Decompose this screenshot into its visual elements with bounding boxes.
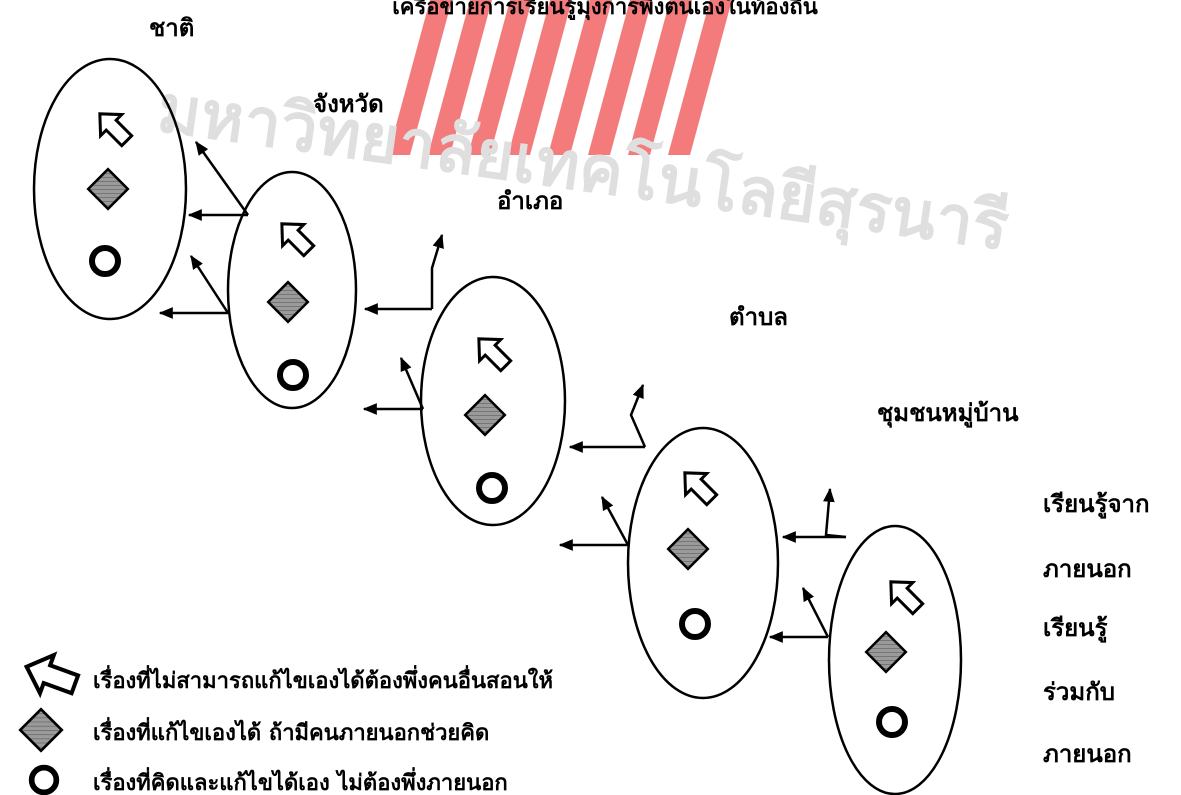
legend-item-ring: เรื่องที่คิดและแก้ไขได้เอง ไม่ต้องพึ่งภา… <box>32 766 508 795</box>
hollow-arrow-icon <box>20 648 82 704</box>
legend-item-arrow: เรื่องที่ไม่สามารถแก้ไขเองได้ต้องพึ่งคนอ… <box>20 648 553 704</box>
level-subdistrict <box>626 426 780 700</box>
side-label-3: เรียนรู้ <box>1043 613 1108 643</box>
ring-icon <box>479 475 505 501</box>
legend: เรื่องที่ไม่สามารถแก้ไขเองได้ต้องพึ่งคนอ… <box>20 648 553 795</box>
hollow-arrow-icon <box>672 460 724 512</box>
diagram-title: เครือข่ายการเรียนรู้มุ่งการพึ่งตนเองในท้… <box>392 0 818 21</box>
level-nation <box>32 57 188 321</box>
side-label-5: ภายนอก <box>1043 739 1132 768</box>
ring-icon <box>92 248 118 274</box>
side-label-4: ร่วมกับ <box>1043 677 1115 706</box>
side-labels: เรียนรู้จาก ภายนอก เรียนรู้ ร่วมกับ ภายน… <box>1043 489 1150 768</box>
hatched-diamond-icon <box>666 527 710 571</box>
legend-text-diamond: เรื่องที่แก้ไขเองได้ ถ้ามีคนภายนอกช่วยคิ… <box>93 716 489 746</box>
hollow-arrow-icon <box>87 101 139 153</box>
connector-arrows <box>158 141 847 643</box>
hatched-diamond-icon <box>18 707 64 753</box>
level-label-province: จังหวัด <box>313 89 384 118</box>
level-label-district: อำเภอ <box>497 186 563 215</box>
level-village <box>827 524 963 795</box>
level-label-subdistrict: ตำบล <box>729 302 788 331</box>
ring-icon <box>879 709 905 735</box>
hollow-arrow-icon <box>269 211 321 263</box>
hatched-diamond-icon <box>86 167 130 211</box>
ring-icon <box>280 362 306 388</box>
hollow-arrow-icon <box>878 569 930 621</box>
level-label-village: ชุมชนหมู่บ้าน <box>877 398 1019 429</box>
hollow-arrow-icon <box>466 326 518 378</box>
watermark-logo <box>388 0 732 155</box>
level-label-nation: ชาติ <box>149 13 194 42</box>
ring-icon <box>32 768 57 793</box>
side-label-2: ภายนอก <box>1043 554 1132 583</box>
hatched-diamond-icon <box>266 280 310 324</box>
ring-icon <box>682 611 708 637</box>
hatched-diamond-icon <box>864 630 908 674</box>
hatched-diamond-icon <box>463 393 507 437</box>
legend-item-diamond: เรื่องที่แก้ไขเองได้ ถ้ามีคนภายนอกช่วยคิ… <box>18 707 489 753</box>
side-label-1: เรียนรู้จาก <box>1043 489 1150 519</box>
level-province <box>226 170 358 410</box>
legend-text-ring: เรื่องที่คิดและแก้ไขได้เอง ไม่ต้องพึ่งภา… <box>93 766 508 795</box>
legend-text-arrow: เรื่องที่ไม่สามารถแก้ไขเองได้ต้องพึ่งคนอ… <box>93 664 553 694</box>
level-district <box>419 275 567 527</box>
